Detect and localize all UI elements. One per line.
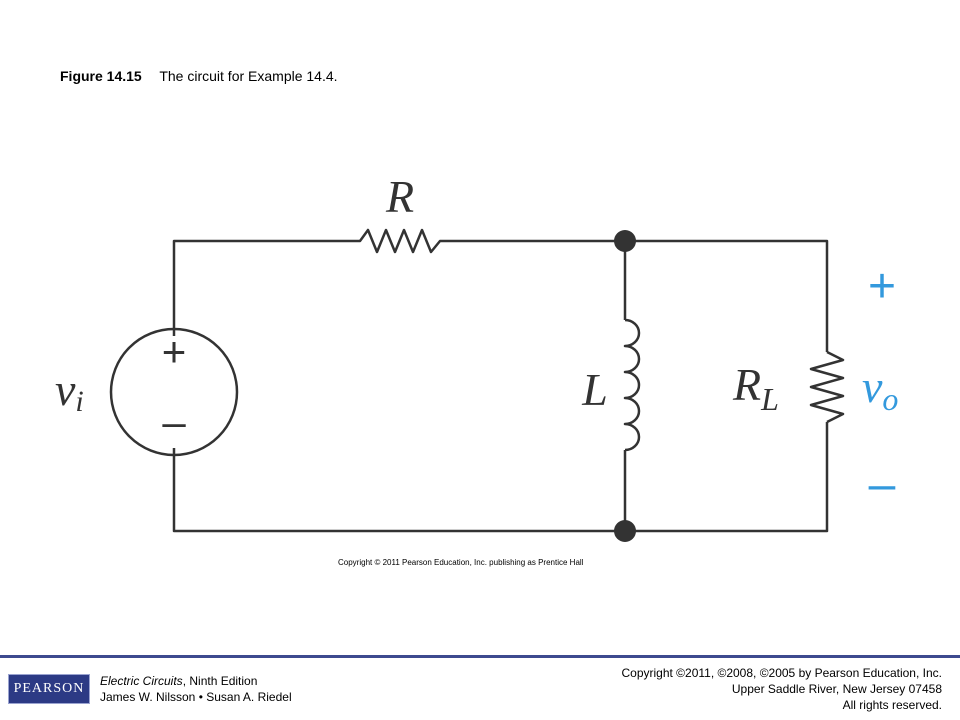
voltage-source <box>109 327 239 457</box>
bottom-wire <box>172 422 829 533</box>
footer-rule <box>0 655 960 658</box>
top-wire <box>172 228 829 352</box>
book-edition: , Ninth Edition <box>182 674 258 688</box>
diagram-copyright: Copyright © 2011 Pearson Education, Inc.… <box>338 558 584 567</box>
book-title-line: Electric Circuits, Ninth Edition <box>100 673 292 689</box>
resistor-label: R <box>385 171 414 222</box>
load-resistor <box>809 350 845 424</box>
logo-text: PEARSON <box>13 681 85 696</box>
rights-line-2: Upper Saddle River, New Jersey 07458 <box>731 682 942 696</box>
figure-number: Figure 14.15 <box>60 68 142 84</box>
source-label-subscript: i <box>75 385 83 418</box>
source-plus-sign: + <box>162 328 187 375</box>
publisher-rights: Copyright ©2011, ©2008, ©2005 by Pearson… <box>621 665 942 713</box>
source-label: vi <box>55 364 84 418</box>
figure-caption-text: The circuit for Example 14.4. <box>159 68 338 84</box>
book-info: Electric Circuits, Ninth Edition James W… <box>100 673 292 705</box>
rights-line-1: Copyright ©2011, ©2008, ©2005 by Pearson… <box>621 666 942 680</box>
inductor-coil <box>623 318 641 452</box>
output-plus-sign: + <box>868 260 896 313</box>
source-minus-sign: – <box>162 398 186 445</box>
load-label-r: R <box>732 359 761 410</box>
book-title: Electric Circuits <box>100 674 183 688</box>
source-label-v: v <box>55 364 76 415</box>
output-minus-sign: – <box>869 458 896 511</box>
figure-caption: Figure 14.15 The circuit for Example 14.… <box>60 68 338 84</box>
rights-line-3: All rights reserved. <box>842 698 942 712</box>
node-bottom <box>614 520 636 542</box>
output-label-v: v <box>862 361 883 412</box>
output-voltage-label: vo <box>862 361 898 417</box>
pearson-logo: PEARSON <box>8 674 90 704</box>
output-label-subscript: o <box>882 381 898 417</box>
node-top <box>614 230 636 252</box>
book-authors: James W. Nilsson • Susan A. Riedel <box>100 690 292 704</box>
load-resistor-label: RL <box>732 359 779 417</box>
inductor-label: L <box>581 364 608 415</box>
load-label-subscript: L <box>760 381 779 417</box>
